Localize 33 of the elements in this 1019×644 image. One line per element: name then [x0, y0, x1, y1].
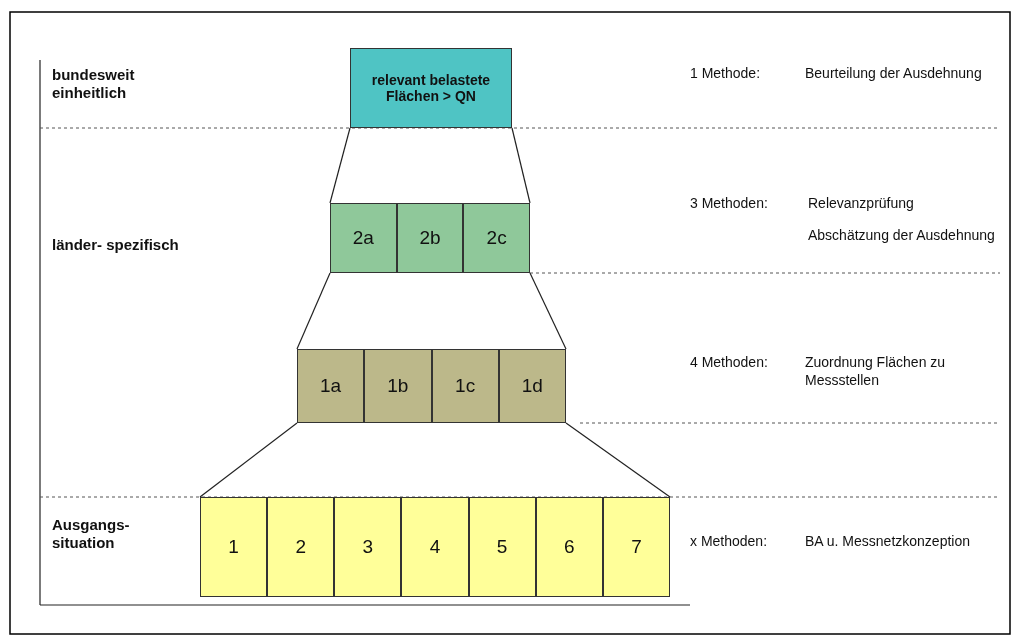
segment-box: 2 — [267, 497, 335, 597]
category-box: relevant belastete Flächen > QN — [350, 48, 512, 128]
segment-box: 2c — [463, 203, 530, 273]
method-count: 4 Methoden: — [690, 353, 768, 371]
segment-box: 2b — [396, 203, 464, 273]
method-count: 1 Methode: — [690, 64, 761, 82]
segment-box: 1b — [364, 349, 432, 423]
row-heading: Ausgangs- situation — [52, 516, 131, 552]
method-description: Relevanzprüfung — [808, 194, 914, 212]
funnel-line — [296, 272, 331, 350]
funnel-line — [511, 127, 531, 204]
segment-box: 1a — [297, 349, 365, 423]
row-heading: bundesweit einheitlich — [52, 66, 136, 102]
funnel-line — [565, 422, 671, 498]
funnel-line — [529, 272, 567, 350]
segment-box: 5 — [468, 497, 536, 597]
method-description: Zuordnung Flächen zu Messstellen — [805, 353, 947, 389]
segment-box: 1c — [431, 349, 499, 423]
method-count: x Methoden: — [690, 532, 768, 550]
segment-box: 3 — [334, 497, 402, 597]
segment-box: 1d — [498, 349, 566, 423]
row-heading: länder- spezifisch — [52, 236, 179, 254]
method-count: 3 Methoden: — [690, 194, 768, 212]
segment-box: 7 — [602, 497, 670, 597]
method-description: BA u. Messnetzkonzeption — [805, 532, 970, 550]
segment-box: 4 — [401, 497, 469, 597]
method-description: Abschätzung der Ausdehnung — [808, 226, 995, 244]
segment-box: 6 — [535, 497, 603, 597]
funnel-line — [199, 422, 298, 498]
method-description: Beurteilung der Ausdehnung — [805, 64, 982, 82]
funnel-line — [329, 127, 351, 204]
segment-box: 2a — [330, 203, 397, 273]
segment-box: 1 — [200, 497, 268, 597]
